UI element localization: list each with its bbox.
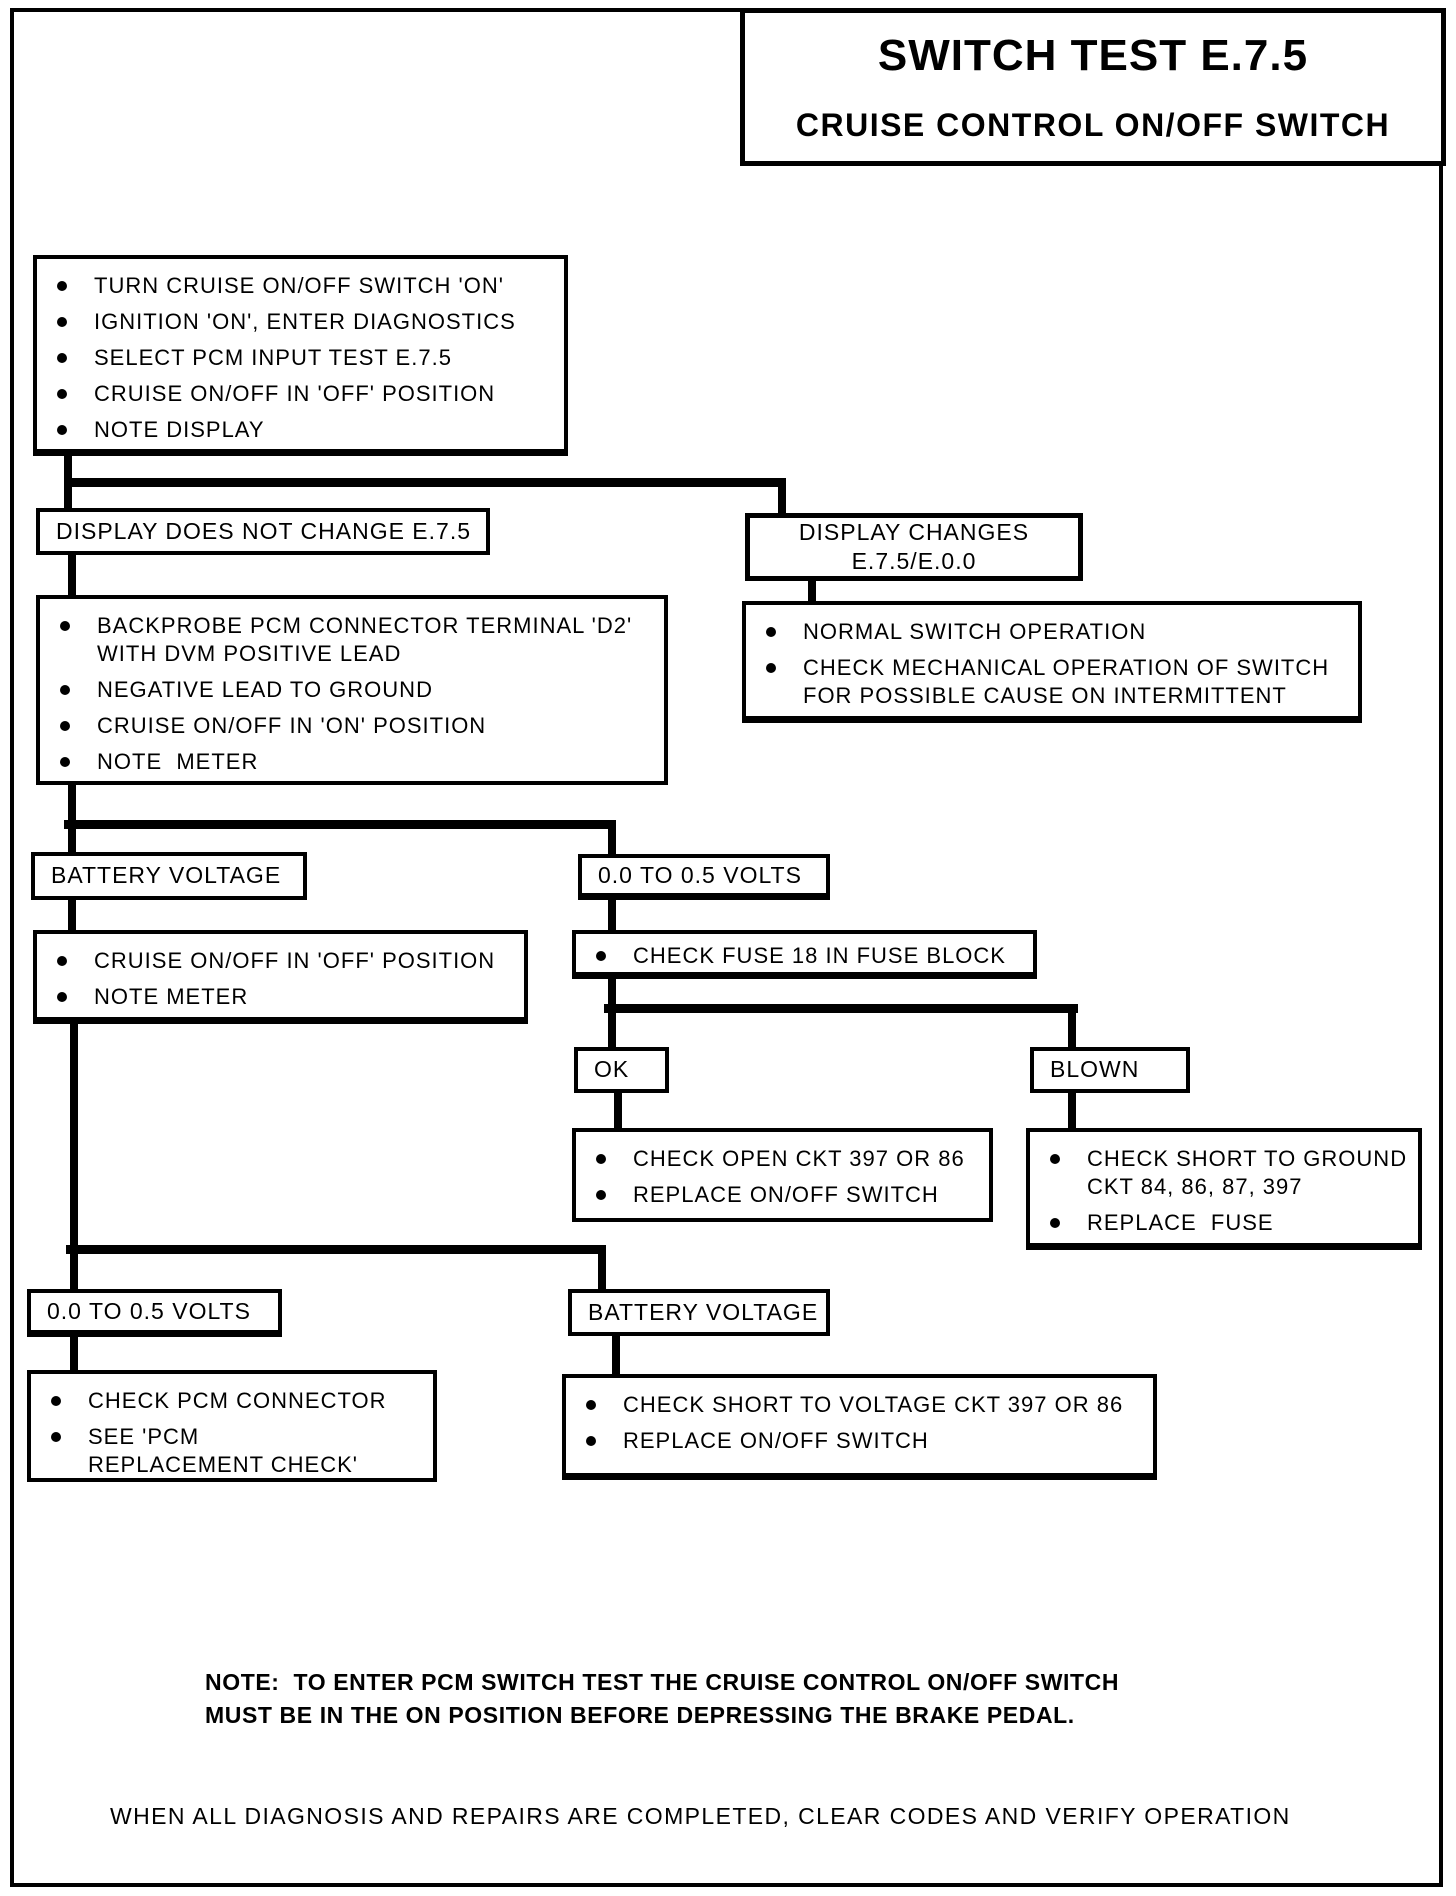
bullet-icon: [586, 1400, 596, 1410]
bullet-icon: [57, 352, 67, 363]
bullet-icon: [586, 1435, 596, 1446]
node-short-to-voltage: CHECK SHORT TO VOLTAGE CKT 397 OR 86 REP…: [562, 1374, 1157, 1480]
connector: [608, 820, 616, 856]
connector: [612, 1334, 620, 1375]
title-box: SWITCH TEST E.7.5 CRUISE CONTROL ON/OFF …: [740, 8, 1446, 166]
node-battery-voltage-2: BATTERY VOLTAGE: [568, 1289, 830, 1336]
node-display-changes: DISPLAY CHANGES E.7.5/E.0.0: [745, 513, 1083, 581]
bullet-icon: [60, 684, 70, 695]
node-volts-low-1: 0.0 TO 0.5 VOLTS: [578, 854, 830, 900]
page-border: [10, 8, 1443, 1887]
bullet-icon: [57, 956, 67, 966]
node-normal-operation: NORMAL SWITCH OPERATION CHECK MECHANICAL…: [742, 601, 1362, 723]
connector: [68, 783, 76, 854]
node-check-pcm-connector: CHECK PCM CONNECTOR SEE 'PCM REPLACEMENT…: [27, 1370, 437, 1482]
connector: [70, 1022, 78, 1290]
bullet-icon: [57, 991, 67, 1002]
node-check-fuse: CHECK FUSE 18 IN FUSE BLOCK: [572, 930, 1037, 979]
footer-text: WHEN ALL DIAGNOSIS AND REPAIRS ARE COMPL…: [110, 1803, 1291, 1829]
note-text: NOTE: TO ENTER PCM SWITCH TEST THE CRUIS…: [205, 1669, 1120, 1728]
node-short-to-ground: CHECK SHORT TO GROUND CKT 84, 86, 87, 39…: [1026, 1128, 1422, 1250]
connector: [614, 1091, 622, 1129]
connector: [64, 820, 616, 829]
node-blown: BLOWN: [1030, 1047, 1190, 1093]
connector: [778, 478, 786, 515]
node-cruise-off-note-meter: CRUISE ON/OFF IN 'OFF' POSITION NOTE MET…: [33, 930, 528, 1024]
connector: [68, 553, 76, 597]
connector: [608, 897, 616, 931]
connector: [1068, 1091, 1076, 1129]
bullet-icon: [60, 621, 70, 631]
bullet-icon: [57, 388, 67, 399]
node-volts-low-2: 0.0 TO 0.5 VOLTS: [27, 1289, 282, 1337]
node-display-no-change: DISPLAY DOES NOT CHANGE E.7.5: [36, 508, 490, 555]
bullet-icon: [1050, 1154, 1060, 1164]
page-title: SWITCH TEST E.7.5: [877, 30, 1309, 80]
bullet-icon: [766, 627, 776, 637]
connector: [68, 897, 76, 931]
node-ok: OK: [574, 1047, 669, 1093]
bullet-icon: [596, 1154, 606, 1164]
bullet-icon: [596, 1189, 606, 1200]
bullet-icon: [596, 951, 606, 961]
bullet-icon: [60, 756, 70, 767]
page-subtitle: CRUISE CONTROL ON/OFF SWITCH: [795, 106, 1391, 143]
bullet-icon: [766, 662, 776, 673]
connector: [604, 1004, 1078, 1013]
node-backprobe-steps: BACKPROBE PCM CONNECTOR TERMINAL 'D2' WI…: [36, 595, 668, 785]
bullet-icon: [51, 1396, 61, 1406]
bullet-icon: [1050, 1217, 1060, 1228]
node-check-open-ckt: CHECK OPEN CKT 397 OR 86 REPLACE ON/OFF …: [572, 1128, 993, 1222]
connector: [808, 578, 816, 603]
bullet-icon: [57, 316, 67, 327]
connector: [70, 1334, 78, 1371]
node-battery-voltage-1: BATTERY VOLTAGE: [31, 852, 307, 900]
connector: [66, 1245, 606, 1254]
bullet-icon: [57, 424, 67, 435]
connector: [64, 478, 786, 487]
connector: [598, 1245, 606, 1290]
connector: [1068, 1004, 1076, 1048]
bullet-icon: [51, 1431, 61, 1442]
node-start-steps: TURN CRUISE ON/OFF SWITCH 'ON' IGNITION …: [33, 255, 568, 456]
bullet-icon: [57, 281, 67, 291]
bullet-icon: [60, 720, 70, 731]
